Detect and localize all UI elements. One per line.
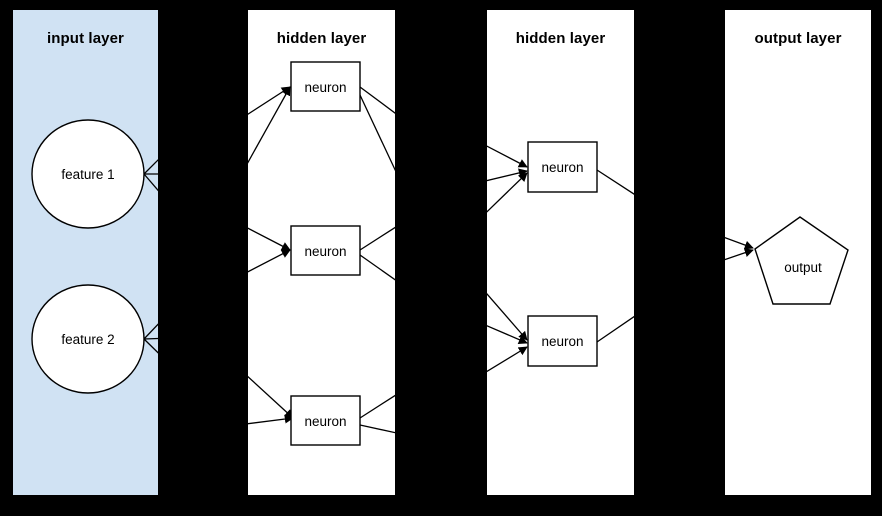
edge-h2n2-output	[596, 315, 634, 343]
input-layer-graphics: feature 1 feature 2	[31, 119, 158, 394]
edge-h1n3-h2n2a	[359, 394, 395, 419]
edge-in-h1n1-a	[248, 86, 291, 115]
edge-in-output-b	[725, 248, 754, 261]
edge-h1n2-h2n1	[359, 226, 395, 251]
h1-neuron-3-node[interactable]	[290, 395, 361, 446]
edge-h1n1-h2n1	[359, 86, 395, 114]
output-layer-container[interactable]: output layer output	[725, 10, 871, 495]
hidden-layer-2-graphics: neuron neuron	[487, 141, 634, 373]
feature-1-node[interactable]	[31, 119, 145, 229]
feature-2-label: feature 2	[61, 332, 114, 347]
edge-in-h2n2-c	[487, 346, 528, 373]
output-node[interactable]	[754, 216, 849, 305]
hidden-layer-1-title: hidden layer	[276, 30, 367, 47]
edge-in-h2n1-b	[487, 168, 528, 182]
edge-in-h2n2-a	[487, 293, 528, 341]
edge-h2n1-output	[596, 169, 634, 195]
edge-in-h2n2-b	[487, 325, 528, 344]
edge-f2-h1n2	[143, 337, 158, 340]
edge-in-h1n2-b	[248, 249, 291, 273]
edge-f2-h1n3	[143, 338, 158, 354]
input-layer-title: input layer	[47, 30, 124, 47]
output-label: output	[784, 260, 822, 275]
h1-neuron-1-node[interactable]	[290, 61, 361, 112]
edge-f1-h1n1	[143, 159, 158, 175]
feature-1-label: feature 1	[61, 167, 114, 182]
edge-in-output-a	[725, 236, 754, 250]
feature-2-node[interactable]	[31, 284, 145, 394]
edge-in-h2n1-a	[487, 145, 528, 168]
hidden-layer-2-title: hidden layer	[515, 30, 606, 47]
edge-f2-h1n1	[143, 323, 158, 340]
h1-neuron-1-label: neuron	[304, 80, 346, 95]
output-layer-title: output layer	[754, 30, 842, 47]
h1-neuron-2-label: neuron	[304, 244, 346, 259]
edge-in-h2n1-c	[487, 172, 528, 213]
output-layer-graphics: output	[725, 216, 849, 305]
edge-in-h1n2-a	[248, 227, 291, 251]
edge-in-h1n3-a	[248, 375, 294, 419]
edge-h1n3-h2n2b	[359, 424, 395, 434]
hidden-layer-1-container[interactable]: hidden layer neuron n	[248, 10, 395, 495]
h2-neuron-2-label: neuron	[541, 334, 583, 349]
edge-in-h1n3-b	[248, 414, 294, 425]
h2-neuron-1-node[interactable]	[527, 141, 598, 193]
h1-neuron-3-label: neuron	[304, 414, 346, 429]
edge-f1-h1n3	[143, 173, 158, 192]
h2-neuron-1-label: neuron	[541, 160, 583, 175]
h2-neuron-2-node[interactable]	[527, 315, 598, 367]
edge-h1n1-h2n2	[359, 94, 395, 172]
edge-h1n2-h2n2	[359, 254, 395, 281]
hidden-layer-1-graphics: neuron neuron neuron	[248, 61, 395, 446]
h1-neuron-2-node[interactable]	[290, 225, 361, 276]
input-layer-container[interactable]: input layer feature 1 feature 2	[13, 10, 158, 495]
edge-in-h1n1-b	[248, 86, 291, 164]
hidden-layer-2-container[interactable]: hidden layer neuron neuron	[487, 10, 634, 495]
